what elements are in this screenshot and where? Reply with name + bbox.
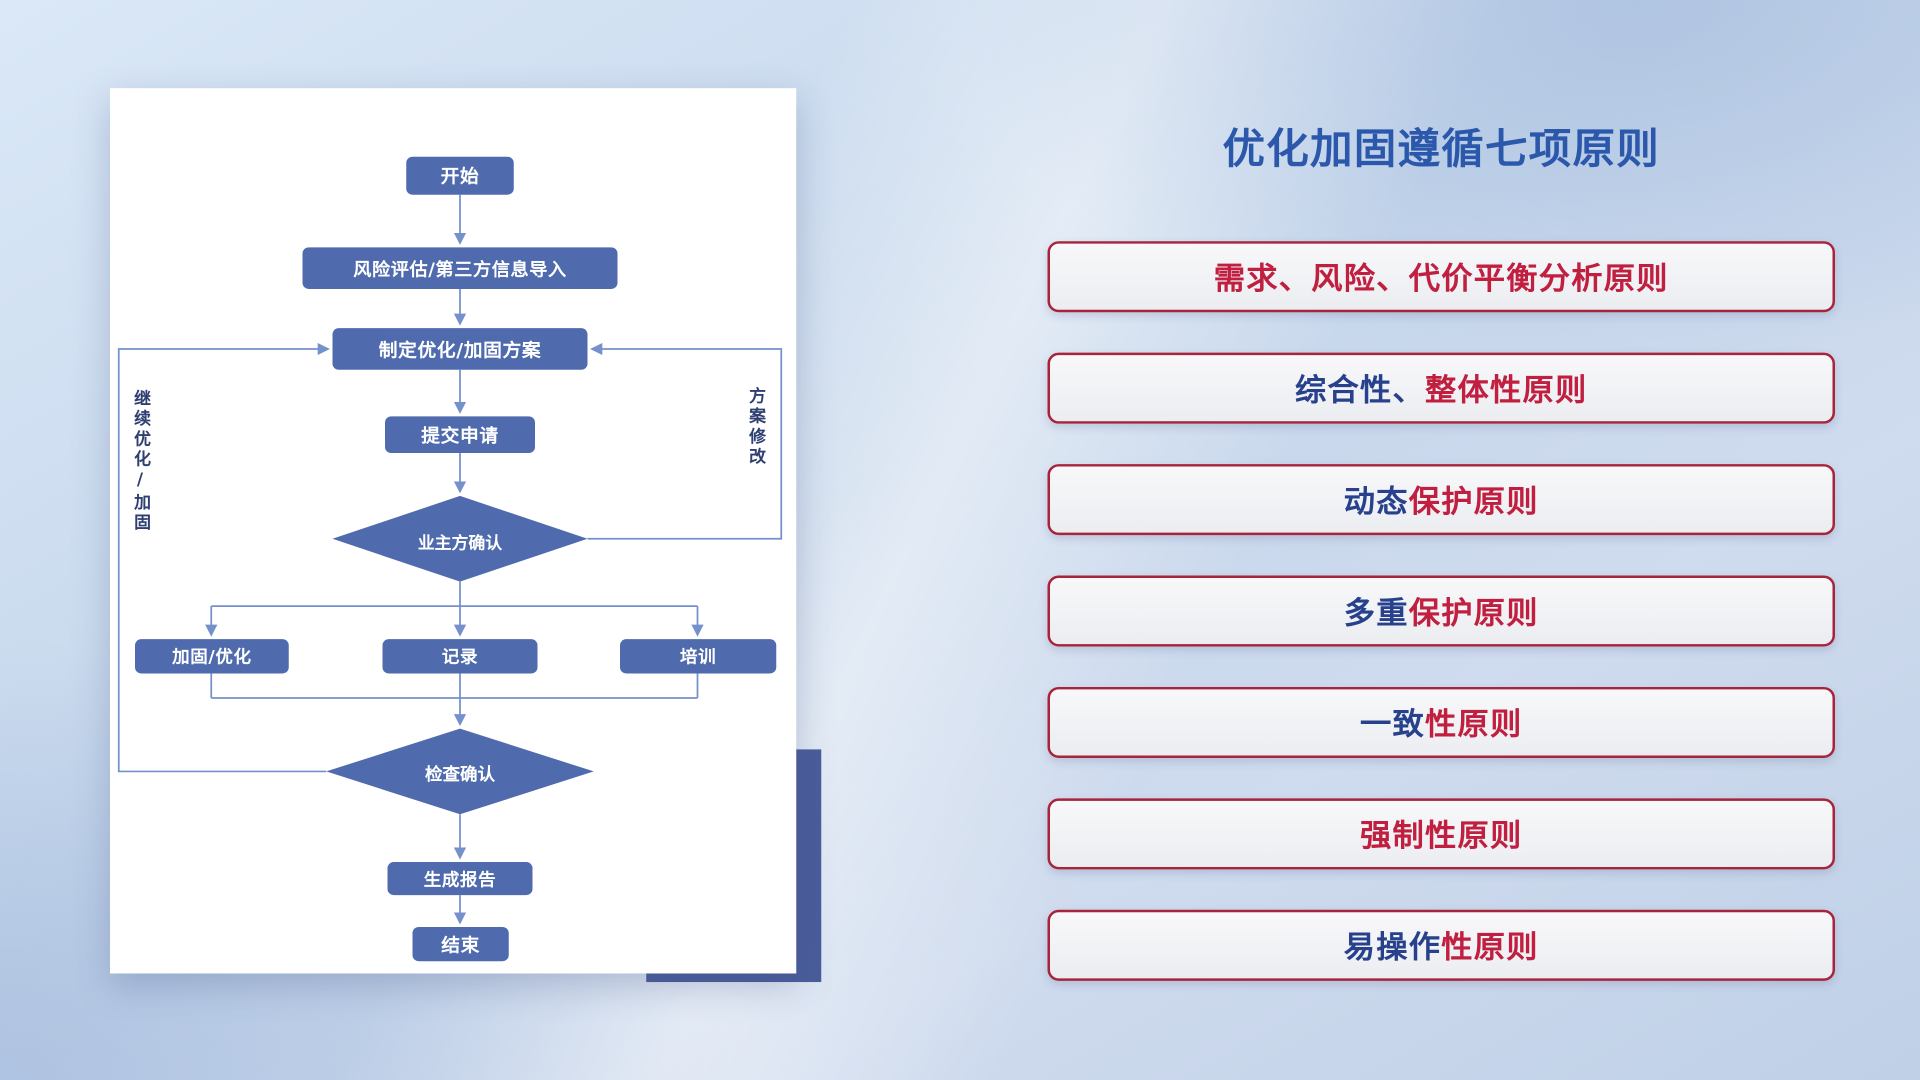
edge-label-plan-revise: 方案修改 — [745, 386, 765, 468]
principle-3-head: 动态 — [1343, 483, 1409, 520]
page-title: 优化加固遵循七项原则 — [1222, 124, 1660, 174]
flow-node-reinforce: 加固/优化 — [135, 639, 289, 674]
principles-list: 需求、风险、代价平衡分析原则 综合性、 整体性原则 动态 保护原则 多重 保护原… — [1047, 241, 1835, 981]
principle-2-head: 综合性、 — [1294, 372, 1425, 408]
flow-node-end: 结束 — [412, 926, 509, 962]
principle-card-1: 需求、风险、代价平衡分析原则 — [1047, 241, 1835, 313]
flow-node-report: 生成报告 — [387, 862, 533, 896]
principle-card-7: 易操作 性原则 — [1047, 909, 1835, 981]
flow-node-record: 记录 — [382, 639, 538, 674]
flow-node-risk-import: 风险评估/第三方信息导入 — [302, 247, 618, 289]
principle-7-tail: 性原则 — [1441, 929, 1539, 965]
principle-card-4: 多重 保护原则 — [1047, 575, 1835, 647]
flow-node-make-plan: 制定优化/加固方案 — [332, 328, 588, 370]
decision-diamond-check-confirm — [326, 728, 594, 815]
flow-node-check-confirm-label: 检查确认 — [425, 765, 495, 785]
principle-5-head: 一致 — [1359, 706, 1425, 743]
decision-diamond-owner-confirm — [332, 495, 588, 582]
principle-card-5: 一致 性原则 — [1047, 686, 1835, 758]
edge-label-continue-loop: 继续优化/加固 — [130, 389, 150, 534]
principle-card-3: 动态 保护原则 — [1047, 464, 1835, 536]
principle-card-2: 综合性、 整体性原则 — [1047, 352, 1835, 424]
principle-card-6: 强制性原则 — [1047, 798, 1835, 870]
principle-3-tail: 保护原则 — [1408, 483, 1539, 520]
principle-7-head: 易操作 — [1343, 929, 1442, 965]
principle-5-tail: 性原则 — [1425, 706, 1523, 743]
principle-4-head: 多重 — [1343, 595, 1409, 631]
flowchart-card: 开始 风险评估/第三方信息导入 制定优化/加固方案 提交申请 业主方确认 加固/… — [110, 88, 797, 974]
flow-node-owner-confirm-label: 业主方确认 — [417, 533, 503, 554]
flowchart-connectors — [117, 194, 783, 925]
principle-4-tail: 保护原则 — [1408, 595, 1539, 631]
principle-6-tail: 强制性原则 — [1359, 817, 1523, 854]
flow-node-train: 培训 — [620, 639, 777, 674]
flow-node-start: 开始 — [406, 156, 514, 195]
principle-2-tail: 整体性原则 — [1425, 372, 1588, 408]
flow-node-submit: 提交申请 — [385, 416, 535, 454]
principle-1-tail: 需求、风险、代价平衡分析原则 — [1213, 260, 1669, 297]
